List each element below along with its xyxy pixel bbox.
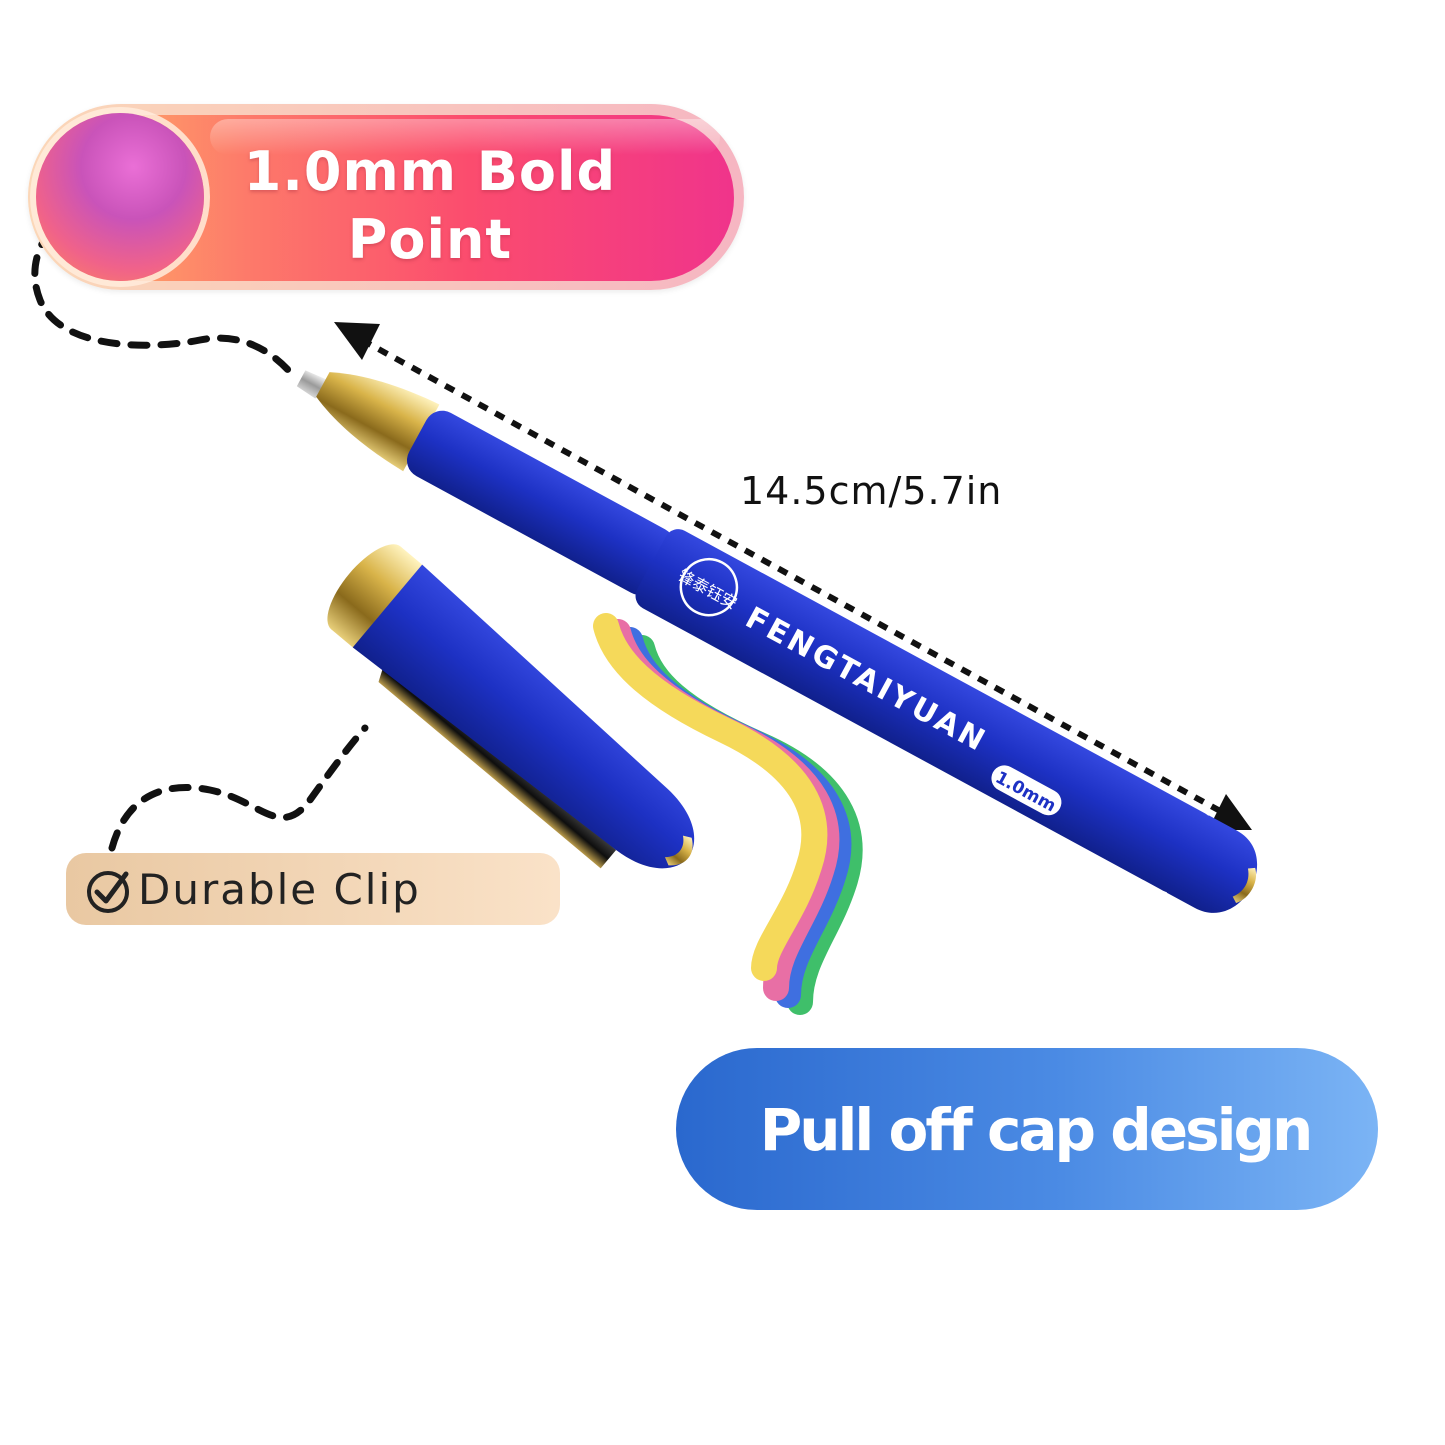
pen-length-label: 14.5cm/5.7in bbox=[740, 469, 1003, 513]
point-leader-dashed-line bbox=[31, 186, 294, 376]
clip-leader-dashed-line bbox=[108, 724, 369, 852]
ink-color-swatches bbox=[593, 613, 863, 1015]
pull-off-cap-label: Pull off cap design bbox=[759, 1096, 1314, 1164]
size-marking-badge bbox=[991, 765, 1062, 816]
check-circle-icon bbox=[87, 871, 129, 913]
bold-point-circle-icon bbox=[36, 113, 204, 281]
durable-clip-badge bbox=[66, 853, 560, 925]
pen-cap bbox=[327, 544, 695, 869]
bold-point-callout-gloss bbox=[210, 119, 720, 155]
brand-logo-icon bbox=[679, 557, 739, 617]
durable-clip-label: Durable Clip bbox=[138, 865, 421, 914]
pen-body: 锋泰钰安 FENGTAIYUAN 1.0mm bbox=[296, 370, 1258, 913]
pull-off-cap-callout bbox=[676, 1048, 1378, 1210]
